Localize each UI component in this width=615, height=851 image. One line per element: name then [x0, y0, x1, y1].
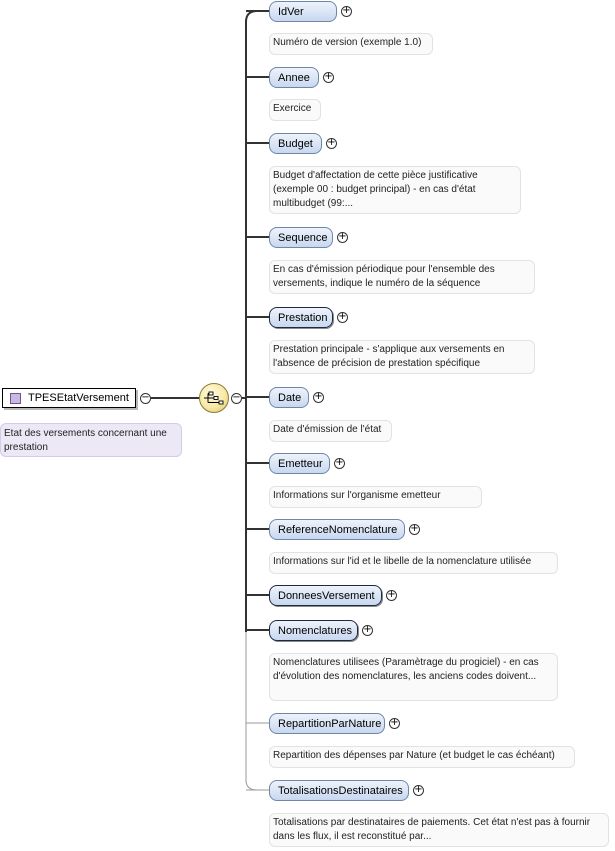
expand-icon[interactable]: + [337, 311, 348, 323]
element-label: Nomenclatures [278, 624, 352, 637]
element-label: Budget [278, 137, 313, 150]
expand-icon[interactable]: + [362, 624, 373, 636]
element-label: RepartitionParNature [278, 717, 382, 730]
element-label: Prestation [278, 311, 328, 324]
expand-icon[interactable]: + [326, 137, 337, 149]
expand-icon[interactable]: + [337, 231, 348, 243]
root-element-node[interactable]: TPESEtatVersement [2, 388, 136, 408]
root-element-description: Etat des versements concernant une prest… [0, 423, 182, 457]
expand-icon[interactable]: + [313, 391, 324, 403]
element-label: IdVer [278, 5, 304, 18]
element-description: Date d'émission de l'état [269, 420, 392, 442]
root-element-label: TPESEtatVersement [28, 392, 129, 404]
element-description: Exercice [269, 99, 321, 121]
element-node-emetteur[interactable]: Emetteur [269, 453, 330, 474]
element-label: Annee [278, 71, 310, 84]
element-description: Prestation principale - s'applique aux v… [269, 340, 535, 374]
element-label: ReferenceNomenclature [278, 523, 398, 536]
sequence-symbol-icon [204, 391, 224, 405]
element-label: DonneesVersement [278, 589, 375, 602]
element-description: En cas d'émission périodique pour l'ense… [269, 260, 535, 294]
expand-icon[interactable]: + [409, 523, 420, 535]
element-node-idver[interactable]: IdVer [269, 1, 337, 22]
branch-curve-bottom [245, 779, 269, 791]
root-collapse-icon[interactable]: − [140, 392, 151, 404]
element-node-donneesversement[interactable]: DonneesVersement [269, 585, 382, 606]
element-description: Nomenclatures utilisees (Paramètrage du … [269, 653, 558, 701]
element-description: Budget d'affectation de cette pièce just… [269, 166, 521, 214]
expand-icon[interactable]: + [413, 784, 424, 796]
element-label: Sequence [278, 231, 328, 244]
element-label: Date [278, 391, 302, 404]
expand-icon[interactable]: + [341, 5, 352, 17]
element-node-nomenclatures[interactable]: Nomenclatures [269, 620, 358, 641]
element-description: Informations sur l'organisme emetteur [269, 486, 482, 508]
branch-curve-top [245, 10, 269, 23]
sequence-collapse-icon[interactable]: − [231, 392, 242, 404]
expand-icon[interactable]: + [323, 71, 334, 83]
element-description: Numéro de version (exemple 1.0) [269, 33, 433, 55]
element-node-repartitionparnature[interactable]: RepartitionParNature [269, 713, 385, 734]
element-node-totalisationsdestinataires[interactable]: TotalisationsDestinataires [269, 780, 409, 801]
sequence-compositor-icon[interactable] [199, 383, 229, 413]
element-label: Emetteur [278, 457, 323, 470]
element-node-prestation[interactable]: Prestation [269, 307, 333, 328]
element-node-sequence[interactable]: Sequence [269, 227, 333, 248]
element-description: Informations sur l'id et le libelle de l… [269, 552, 558, 574]
element-node-referencenomenclature[interactable]: ReferenceNomenclature [269, 519, 405, 540]
element-description: Totalisations par destinataires de paiem… [269, 813, 609, 847]
expand-icon[interactable]: + [386, 589, 397, 601]
expand-icon[interactable]: + [334, 457, 345, 469]
element-label: TotalisationsDestinataires [278, 784, 403, 797]
element-node-annee[interactable]: Annee [269, 67, 319, 88]
element-node-budget[interactable]: Budget [269, 133, 322, 154]
complex-type-icon [10, 392, 21, 404]
expand-icon[interactable]: + [389, 717, 400, 729]
element-node-date[interactable]: Date [269, 387, 309, 408]
element-description: Repartition des dépenses par Nature (et … [269, 746, 575, 768]
